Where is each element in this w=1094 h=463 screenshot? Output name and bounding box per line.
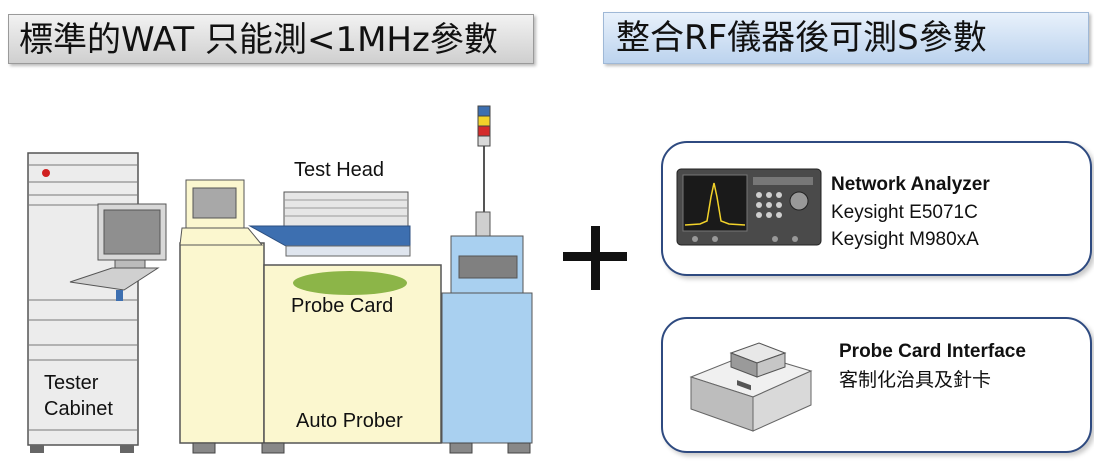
network-analyzer-model-1: Keysight E5071C [831,202,978,223]
label-tester-cabinet-line1: Tester [44,372,99,394]
probe-card-interface-subtitle: 客制化治具及針卡 [839,369,992,391]
blue-loader-unit [441,105,533,454]
network-analyzer-icon [676,168,822,246]
signal-tower-red-light [477,125,491,137]
label-test-head: Test Head [294,159,384,181]
signal-tower-blue-light [477,105,491,117]
probe-card-fixture-icon [689,342,813,432]
probe-card-interface-title: Probe Card Interface [839,341,1026,362]
probe-card-interface-panel: Probe Card Interface 客制化治具及針卡 [661,317,1092,453]
signal-tower-yellow-light [477,115,491,127]
probe-card-shape [293,271,407,295]
label-tester-cabinet-line2: Cabinet [44,398,113,420]
title-left: 標準的WAT 只能測<1MHz參數 [8,14,534,64]
label-probe-card: Probe Card [291,295,393,317]
title-right: 整合RF儀器後可測S參數 [603,12,1089,64]
tester-monitor [69,203,167,301]
wat-equipment-illustration: Test Head Probe Card Tester Cabinet Auto… [27,105,533,454]
network-analyzer-title: Network Analyzer [831,174,990,195]
plus-icon: + [563,226,627,290]
network-analyzer-panel: Network Analyzer Keysight E5071C Keysigh… [661,141,1092,276]
test-head [248,191,411,257]
network-analyzer-model-2: Keysight M980xA [831,229,979,250]
power-led-icon [42,169,50,177]
label-auto-prober: Auto Prober [296,410,403,432]
